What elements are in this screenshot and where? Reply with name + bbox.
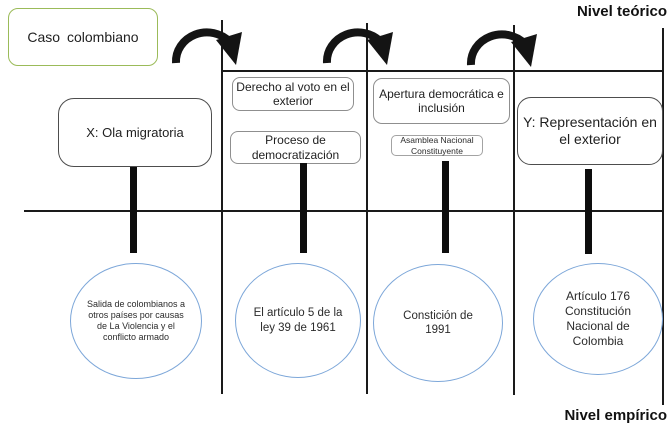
y-variable-box: Y: Representación en el exterior [517, 97, 663, 165]
empirical-circle-2-label: El artículo 5 de la ley 39 de 1961 [253, 307, 343, 334]
connector-bar-4 [585, 169, 592, 254]
y-variable-label: Y: Representación en el exterior [523, 114, 657, 147]
case-box-label: Caso colombiano [27, 29, 139, 45]
democratization-label: Proceso de democratización [251, 133, 340, 162]
empirical-circle-1-label: Salida de colombianos a otros países por… [86, 298, 186, 343]
empirical-circle-4: Artículo 176 Constitución Nacional de Co… [533, 263, 663, 375]
empirical-circle-4-label: Artículo 176 Constitución Nacional de Co… [564, 289, 632, 348]
constituent-assembly-label: Asamblea Nacional Constituyente [400, 135, 474, 156]
column-divider-2 [366, 23, 368, 394]
level-separator-line [24, 210, 664, 212]
voting-right-label: Derecho al voto en el exterior [236, 79, 350, 108]
x-variable-label: X: Ola migratoria [86, 124, 184, 140]
theoretical-level-label: Nivel teórico [576, 3, 667, 20]
curved-arrow-icon [466, 30, 537, 67]
empirical-circle-1: Salida de colombianos a otros países por… [70, 263, 202, 379]
connector-bar-3 [442, 161, 449, 253]
curved-arrow-icon [171, 28, 242, 65]
theoretical-top-line [221, 70, 664, 72]
democratic-opening-box: Apertura democrática e inclusión [373, 78, 510, 124]
democratic-opening-label: Apertura democrática e inclusión [379, 86, 504, 115]
curved-arrow-icon [322, 28, 393, 65]
right-border-line [662, 28, 664, 405]
connector-bar-2 [300, 163, 307, 253]
empirical-circle-3-label: Constición de 1991 [403, 309, 473, 336]
empirical-circle-2: El artículo 5 de la ley 39 de 1961 [235, 263, 361, 378]
voting-right-box: Derecho al voto en el exterior [232, 77, 354, 111]
case-box: Caso colombiano [8, 8, 158, 66]
x-variable-box: X: Ola migratoria [58, 98, 212, 167]
column-divider-1 [221, 20, 223, 394]
empirical-circle-3: Constición de 1991 [373, 264, 503, 382]
connector-bar-1 [130, 167, 137, 253]
empirical-level-label: Nivel empírico [564, 407, 667, 424]
constituent-assembly-box: Asamblea Nacional Constituyente [391, 135, 483, 156]
democratization-box: Proceso de democratización [230, 131, 361, 164]
